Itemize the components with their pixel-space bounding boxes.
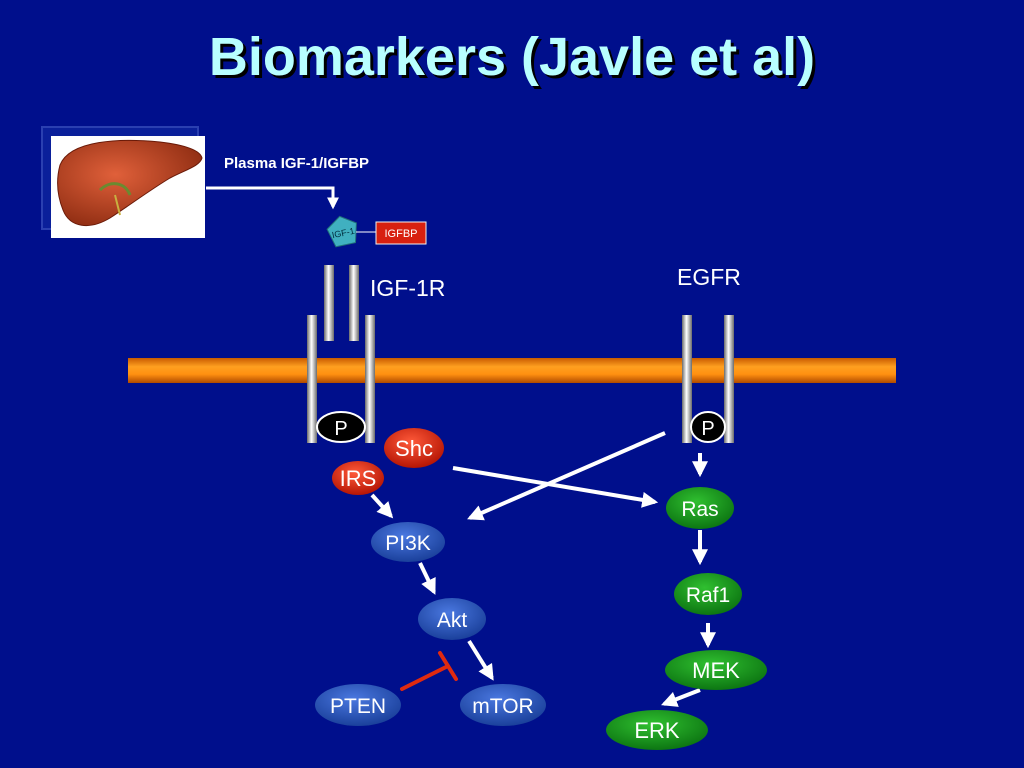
phospho-label-igf1r: P bbox=[334, 418, 347, 440]
node-erk-label: ERK bbox=[634, 718, 680, 743]
node-pten-label: PTEN bbox=[330, 695, 386, 718]
node-mek-label: MEK bbox=[692, 658, 740, 683]
egfr-label: EGFR bbox=[677, 264, 741, 290]
egfr-receptor bbox=[682, 315, 734, 443]
igf1-ligand: IGF-1 bbox=[326, 215, 357, 248]
node-akt: Akt bbox=[418, 598, 486, 640]
phospho-badge-igf1r: P bbox=[316, 411, 366, 443]
arrow-irs-to-pi3k bbox=[370, 493, 394, 519]
igf1r-receptor bbox=[307, 265, 375, 443]
node-raf1: Raf1 bbox=[674, 573, 742, 615]
node-akt-label: Akt bbox=[437, 609, 468, 632]
node-irs: IRS bbox=[332, 461, 384, 495]
cell-membrane bbox=[128, 358, 896, 383]
igf1-ligand-label: IGF-1 bbox=[331, 226, 356, 241]
slide-title: Biomarkers (Javle et al) bbox=[208, 27, 816, 87]
node-irs-label: IRS bbox=[340, 466, 377, 491]
inhibition-pten-akt bbox=[400, 651, 458, 691]
arrow-egfr-to-pi3k bbox=[467, 431, 666, 521]
arrow-shc-to-ras bbox=[452, 466, 659, 508]
pathway-arrows bbox=[370, 431, 716, 707]
phospho-label-egfr: P bbox=[701, 418, 714, 440]
node-mek: MEK bbox=[665, 650, 767, 690]
node-raf1-label: Raf1 bbox=[686, 584, 730, 607]
node-ras-label: Ras bbox=[681, 498, 718, 521]
liver-image bbox=[41, 126, 205, 238]
arrow-pi3k-to-akt bbox=[418, 562, 436, 595]
node-pi3k-label: PI3K bbox=[385, 532, 431, 555]
node-ras: Ras bbox=[666, 487, 734, 529]
plasma-label: Plasma IGF-1/IGFBP bbox=[224, 155, 369, 172]
node-pten: PTEN bbox=[315, 684, 401, 726]
igfbp-box: IGFBP bbox=[375, 221, 427, 245]
phospho-badge-egfr: P bbox=[690, 411, 726, 443]
arrow-akt-to-mtor bbox=[467, 639, 494, 681]
igf1r-label: IGF-1R bbox=[370, 275, 445, 301]
node-erk: ERK bbox=[606, 710, 708, 750]
node-mtor: mTOR bbox=[460, 684, 546, 726]
node-shc: Shc bbox=[384, 428, 444, 468]
node-mtor-label: mTOR bbox=[472, 695, 533, 718]
node-pi3k: PI3K bbox=[371, 522, 445, 562]
arrow-mek-to-erk bbox=[661, 688, 701, 707]
node-shc-label: Shc bbox=[395, 436, 433, 461]
igfbp-label: IGFBP bbox=[384, 228, 417, 240]
plasma-connector bbox=[206, 186, 339, 210]
